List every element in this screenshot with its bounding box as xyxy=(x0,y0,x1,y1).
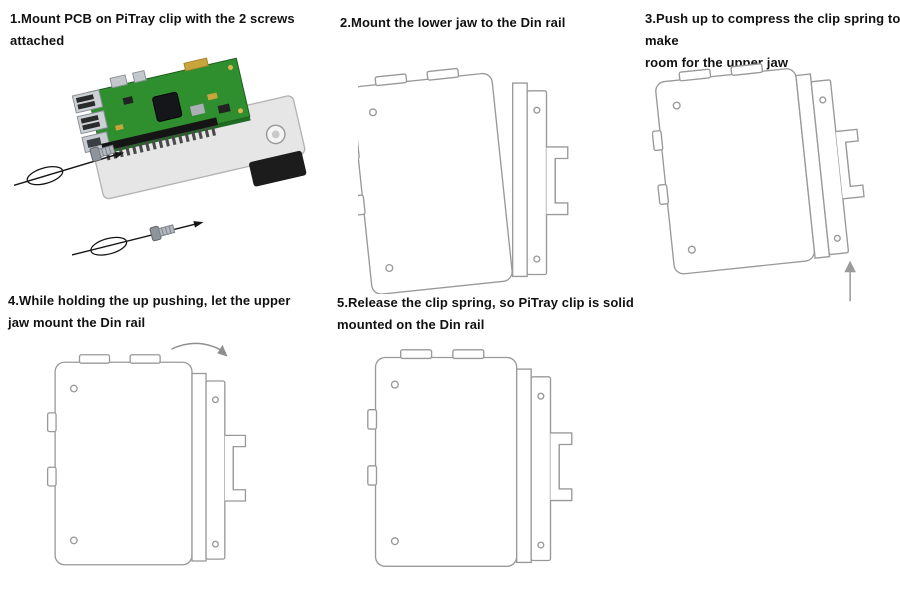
step-4-caption-line-1: 4.While holding the up pushing, let the … xyxy=(8,293,291,308)
din-rail-profile xyxy=(224,434,247,502)
clip-back-plate xyxy=(191,372,207,562)
din-clip-block xyxy=(249,150,307,187)
top-tab xyxy=(426,67,460,81)
side-tab xyxy=(657,183,670,205)
chip-small xyxy=(122,96,134,105)
side-tab xyxy=(651,130,664,152)
top-tab xyxy=(399,349,433,360)
din-clip xyxy=(795,73,865,259)
component-gold xyxy=(207,92,218,101)
step-1-caption-line-2: attached xyxy=(10,33,65,48)
mount-hole xyxy=(238,108,244,114)
din-clip xyxy=(191,372,247,562)
din-rail-profile xyxy=(550,432,573,502)
side-tab xyxy=(367,409,378,430)
camera-connector xyxy=(183,57,209,72)
screw-rotation-2 xyxy=(71,221,204,256)
upper-jaw-mount-drawing xyxy=(46,342,247,566)
clip-screw xyxy=(211,540,219,548)
clip-front-plate xyxy=(205,380,226,560)
arrowhead xyxy=(193,221,204,228)
step-4-caption: 4.While holding the up pushing, let the … xyxy=(8,290,318,334)
top-tab xyxy=(78,354,111,364)
screw-hole xyxy=(69,536,78,545)
top-tab xyxy=(730,63,764,76)
chip-small xyxy=(217,103,231,114)
step-1-caption-line-1: 1.Mount PCB on PiTray clip with the 2 sc… xyxy=(10,11,295,26)
clip-screw xyxy=(211,396,219,404)
chip-silver xyxy=(189,103,206,116)
din-rail-inner-edge xyxy=(845,142,851,187)
component-gold xyxy=(115,124,124,131)
top-tab xyxy=(678,68,712,82)
step-3-caption-line-1: 3.Push up to compress the clip spring to… xyxy=(645,11,900,48)
top-tab xyxy=(374,73,408,87)
clip-screw xyxy=(537,541,545,549)
step-4-illustration xyxy=(42,332,267,585)
step-3-illustration xyxy=(651,52,884,313)
step-5-caption-line-1: 5.Release the clip spring, so PiTray cli… xyxy=(337,295,634,310)
pitray-body xyxy=(46,354,193,566)
step-5-caption: 5.Release the clip spring, so PiTray cli… xyxy=(337,292,657,336)
side-tab xyxy=(46,466,57,487)
screw-hole xyxy=(672,101,681,110)
screw-rotation-1 xyxy=(13,144,125,186)
screw-direction-arrow xyxy=(71,222,200,256)
clip-back-plate xyxy=(515,368,532,564)
pitray-assembly xyxy=(71,57,307,200)
screw xyxy=(89,144,116,162)
push-up-arrow-icon xyxy=(844,260,856,302)
clip-screw xyxy=(819,96,827,104)
gpio-header xyxy=(101,117,218,152)
final-mounted-drawing xyxy=(367,349,573,567)
screw-hole xyxy=(390,380,399,389)
step-2-illustration xyxy=(348,52,590,299)
push-up-drawing xyxy=(651,63,865,302)
clip-screw xyxy=(533,106,541,114)
side-tab xyxy=(367,465,378,486)
screw-rotation-ellipse xyxy=(26,166,64,186)
lower-jaw-mount-drawing xyxy=(348,67,569,295)
screw-hole xyxy=(385,263,394,273)
step-2-caption: 2.Mount the lower jaw to the Din rail xyxy=(340,12,660,34)
din-clip xyxy=(511,82,569,278)
screw-hole xyxy=(69,384,78,393)
side-tab xyxy=(46,412,57,433)
side-tab xyxy=(354,194,366,216)
step-1-caption: 1.Mount PCB on PiTray clip with the 2 sc… xyxy=(10,8,310,52)
din-clip xyxy=(515,368,573,564)
pcb-on-pitray-drawing xyxy=(13,57,307,256)
clip-front-plate xyxy=(530,376,552,562)
clip-back-plate xyxy=(511,82,528,278)
clip-screw xyxy=(533,255,541,263)
screw xyxy=(149,224,176,242)
screw-hole xyxy=(368,108,378,117)
tilted-assembly xyxy=(651,63,865,275)
pitray-body xyxy=(367,349,518,567)
clip-screw xyxy=(833,234,841,242)
step-1-illustration xyxy=(10,50,310,287)
clip-front-plate xyxy=(526,90,548,276)
top-tab xyxy=(452,349,485,360)
step-5-caption-line-2: mounted on the Din rail xyxy=(337,317,485,332)
screw-hole xyxy=(390,537,399,546)
top-tab xyxy=(129,354,161,364)
screw-rotation-ellipse xyxy=(90,236,128,256)
tray-hole-center xyxy=(271,130,280,139)
step-5-illustration xyxy=(362,338,594,585)
pitray-body xyxy=(348,67,513,295)
tilt-over-arrow-icon xyxy=(171,342,228,357)
step-4-caption-line-2: jaw mount the Din rail xyxy=(8,315,146,330)
pitray-body xyxy=(651,63,816,275)
hdmi-ports xyxy=(109,69,147,89)
step-2-caption-line-1: 2.Mount the lower jaw to the Din rail xyxy=(340,15,566,30)
screw-direction-arrow xyxy=(13,152,121,186)
din-rail-profile xyxy=(546,146,569,216)
soc-chip xyxy=(152,91,183,122)
arrowhead xyxy=(113,151,125,159)
usb-ports xyxy=(71,89,109,135)
mount-hole xyxy=(228,64,234,70)
clip-screw xyxy=(537,392,545,400)
screw-hole xyxy=(687,245,696,254)
